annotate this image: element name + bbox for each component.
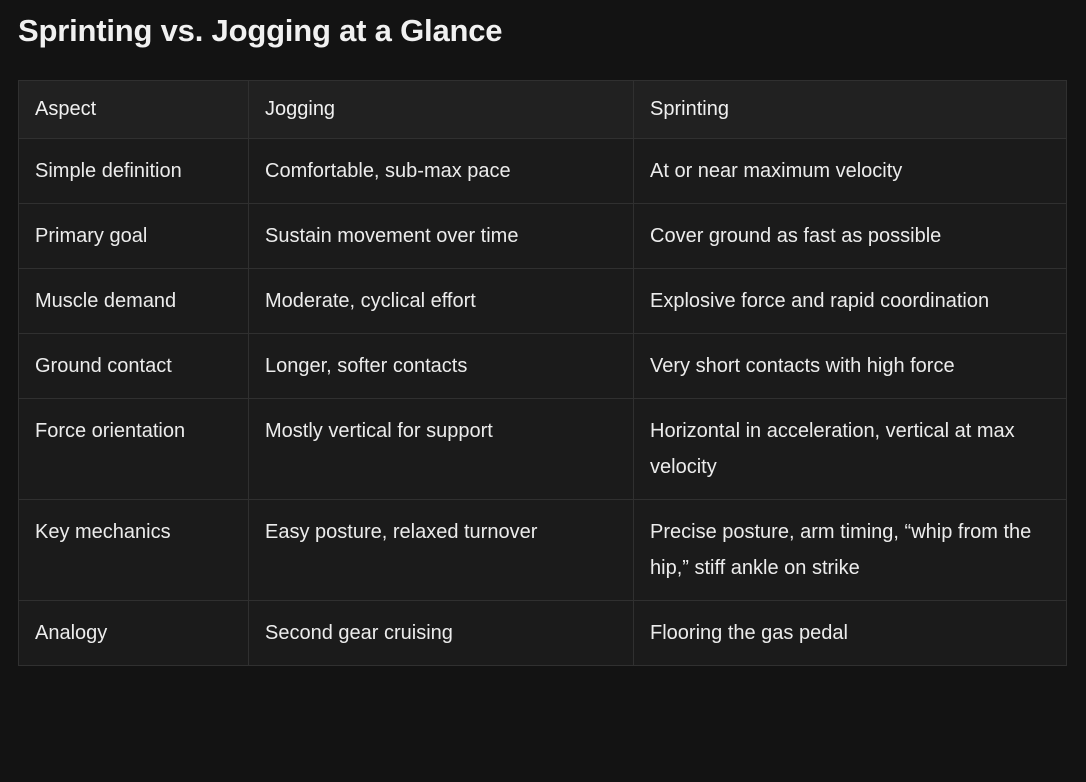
cell-aspect: Analogy <box>18 600 249 666</box>
table-row: Primary goal Sustain movement over time … <box>18 203 1067 269</box>
table-body: Simple definition Comfortable, sub-max p… <box>18 138 1067 666</box>
cell-aspect: Simple definition <box>18 138 249 204</box>
table-row: Muscle demand Moderate, cyclical effort … <box>18 268 1067 334</box>
cell-jogging: Sustain movement over time <box>248 203 634 269</box>
table-row: Ground contact Longer, softer contacts V… <box>18 333 1067 399</box>
cell-jogging: Moderate, cyclical effort <box>248 268 634 334</box>
cell-jogging: Comfortable, sub-max pace <box>248 138 634 204</box>
cell-aspect: Muscle demand <box>18 268 249 334</box>
cell-jogging: Easy posture, relaxed turnover <box>248 499 634 601</box>
cell-aspect: Ground contact <box>18 333 249 399</box>
cell-aspect: Primary goal <box>18 203 249 269</box>
column-header-aspect: Aspect <box>18 80 249 139</box>
cell-jogging: Longer, softer contacts <box>248 333 634 399</box>
cell-sprinting: Precise posture, arm timing, “whip from … <box>633 499 1067 601</box>
column-header-jogging: Jogging <box>248 80 634 139</box>
cell-jogging: Second gear cruising <box>248 600 634 666</box>
cell-aspect: Force orientation <box>18 398 249 500</box>
cell-sprinting: Very short contacts with high force <box>633 333 1067 399</box>
table-row: Simple definition Comfortable, sub-max p… <box>18 138 1067 204</box>
table-header: Aspect Jogging Sprinting <box>18 80 1067 139</box>
cell-jogging: Mostly vertical for support <box>248 398 634 500</box>
comparison-table: Aspect Jogging Sprinting Simple definiti… <box>18 80 1067 666</box>
table-row: Key mechanics Easy posture, relaxed turn… <box>18 499 1067 601</box>
table-header-row: Aspect Jogging Sprinting <box>18 80 1067 139</box>
comparison-table-container: Aspect Jogging Sprinting Simple definiti… <box>18 80 1067 666</box>
cell-sprinting: At or near maximum velocity <box>633 138 1067 204</box>
table-row: Force orientation Mostly vertical for su… <box>18 398 1067 500</box>
cell-sprinting: Explosive force and rapid coordination <box>633 268 1067 334</box>
table-row: Analogy Second gear cruising Flooring th… <box>18 600 1067 666</box>
cell-sprinting: Flooring the gas pedal <box>633 600 1067 666</box>
cell-sprinting: Cover ground as fast as possible <box>633 203 1067 269</box>
page-title: Sprinting vs. Jogging at a Glance <box>18 13 503 48</box>
column-header-sprinting: Sprinting <box>633 80 1067 139</box>
cell-sprinting: Horizontal in acceleration, vertical at … <box>633 398 1067 500</box>
cell-aspect: Key mechanics <box>18 499 249 601</box>
